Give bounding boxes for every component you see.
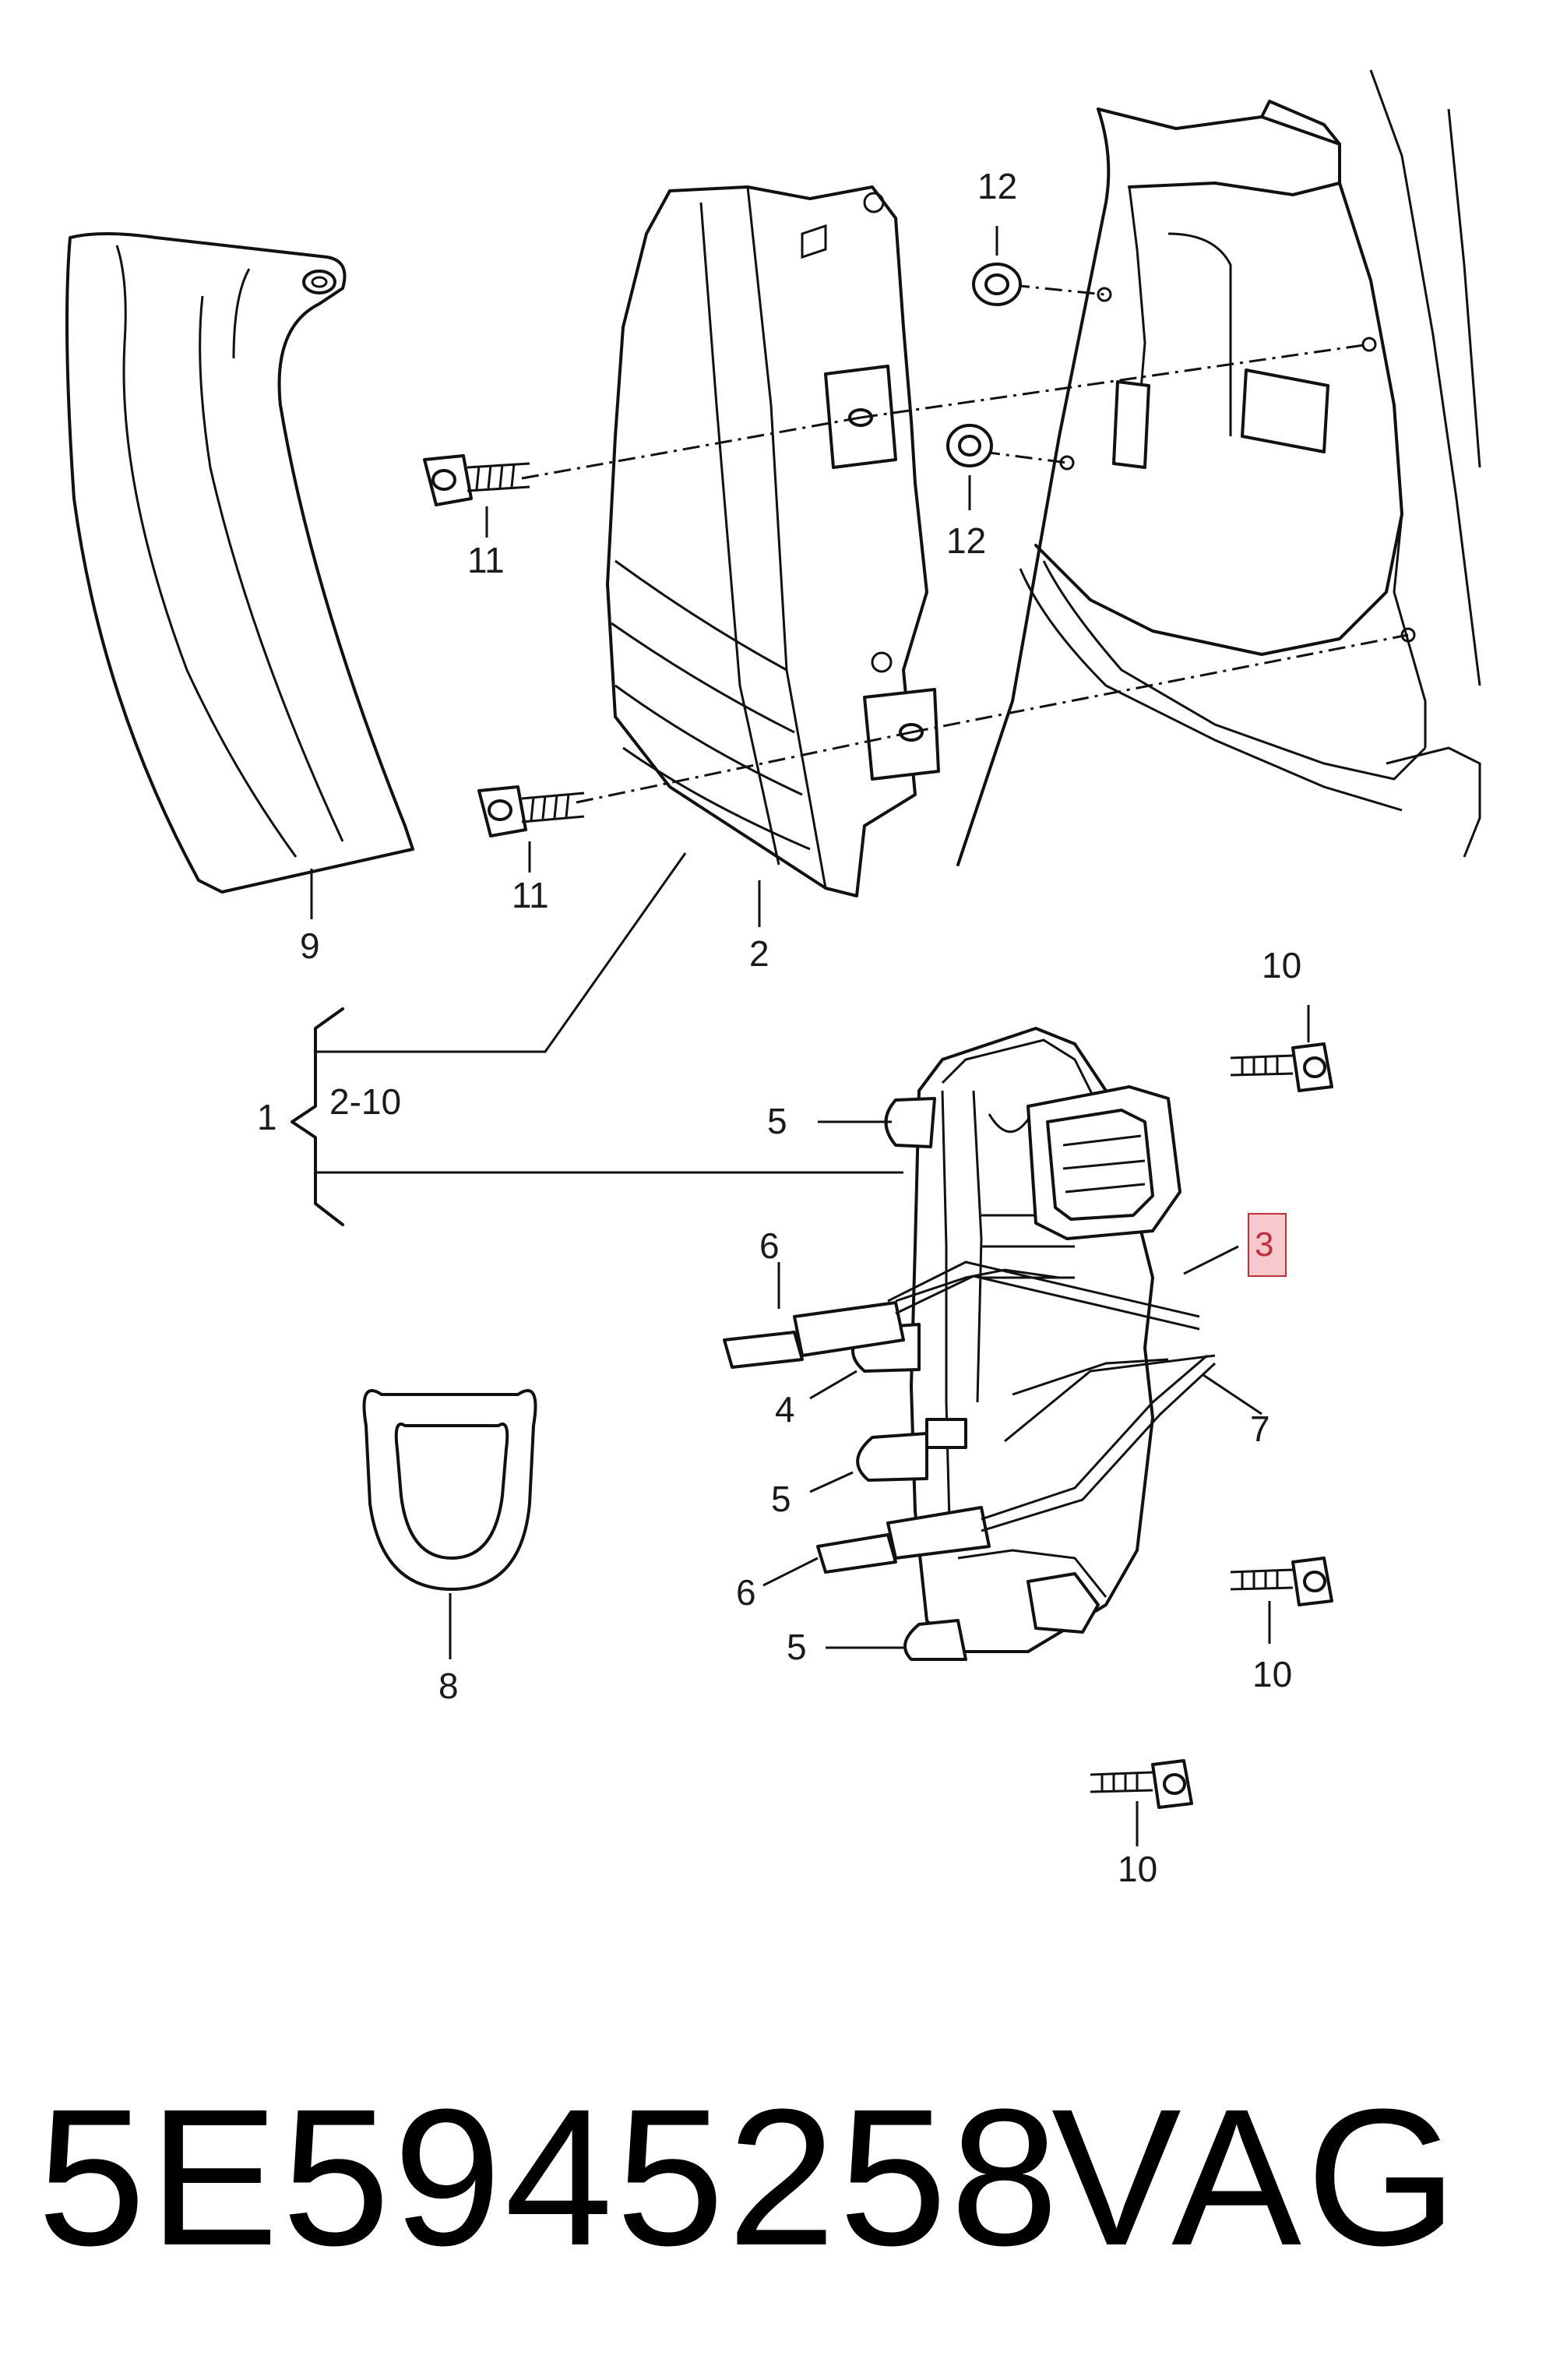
grommet-part-12-bottom bbox=[946, 424, 993, 510]
callout-5-middle: 5 bbox=[771, 1479, 791, 1519]
callout-11-bottom: 11 bbox=[512, 875, 549, 915]
callout-5-top: 5 bbox=[767, 1101, 787, 1141]
callout-9: 9 bbox=[300, 926, 320, 966]
callout-6-bottom: 6 bbox=[736, 1572, 756, 1613]
callout-6-top: 6 bbox=[759, 1225, 780, 1266]
trim-cover-part-9 bbox=[65, 232, 414, 894]
bulb-part-5-top bbox=[818, 1097, 936, 1148]
callout-1: 1 bbox=[257, 1097, 277, 1137]
lamp-carrier-part-3 bbox=[910, 1027, 1181, 1653]
bulb-part-5-middle bbox=[809, 1418, 967, 1493]
tail-light-housing-part-2 bbox=[606, 185, 940, 897]
screw-part-11-top bbox=[423, 454, 530, 538]
callout-5-bottom: 5 bbox=[787, 1627, 807, 1667]
grommet-part-12-top bbox=[972, 226, 1022, 306]
callout-12-top: 12 bbox=[977, 166, 1017, 206]
callout-highlight-box bbox=[1248, 1213, 1287, 1277]
vehicle-body-panel bbox=[956, 69, 1481, 866]
assembly-lines bbox=[521, 284, 1409, 804]
screw-part-10-bottom bbox=[1090, 1759, 1193, 1846]
brand-label: VAG bbox=[1051, 2068, 1463, 2286]
bulb-part-5-bottom bbox=[826, 1619, 967, 1661]
assembly-bracket-part-1 bbox=[291, 852, 903, 1226]
screw-part-10-middle bbox=[1230, 1557, 1333, 1644]
callout-2: 2 bbox=[749, 933, 769, 974]
bulb-socket-part-6-bottom bbox=[762, 1506, 991, 1587]
screw-part-10-top bbox=[1230, 1005, 1333, 1092]
exploded-parts-diagram: 12 12 11 11 9 2 10 1 2-10 5 3 6 4 7 5 6 … bbox=[65, 69, 1481, 1889]
callout-10-middle: 10 bbox=[1252, 1654, 1292, 1694]
callout-11-top: 11 bbox=[467, 540, 505, 580]
callout-12-bottom: 12 bbox=[946, 520, 986, 561]
part-number-label: 5E5945258 bbox=[37, 2068, 1062, 2286]
callout-2-10-range: 2-10 bbox=[329, 1081, 401, 1122]
callout-4: 4 bbox=[775, 1389, 795, 1430]
screw-part-11-bottom bbox=[477, 785, 585, 873]
callout-3: 3 bbox=[1255, 1225, 1273, 1264]
wiring-part-7 bbox=[887, 1261, 1262, 1532]
callout-10-bottom: 10 bbox=[1118, 1849, 1157, 1889]
callout-10-top: 10 bbox=[1262, 945, 1301, 985]
callout-7: 7 bbox=[1250, 1409, 1270, 1449]
seal-part-8 bbox=[362, 1389, 537, 1659]
callout-8: 8 bbox=[438, 1666, 459, 1706]
leader-part-3 bbox=[1183, 1245, 1239, 1275]
bulb-socket-part-6-top bbox=[723, 1262, 1060, 1369]
